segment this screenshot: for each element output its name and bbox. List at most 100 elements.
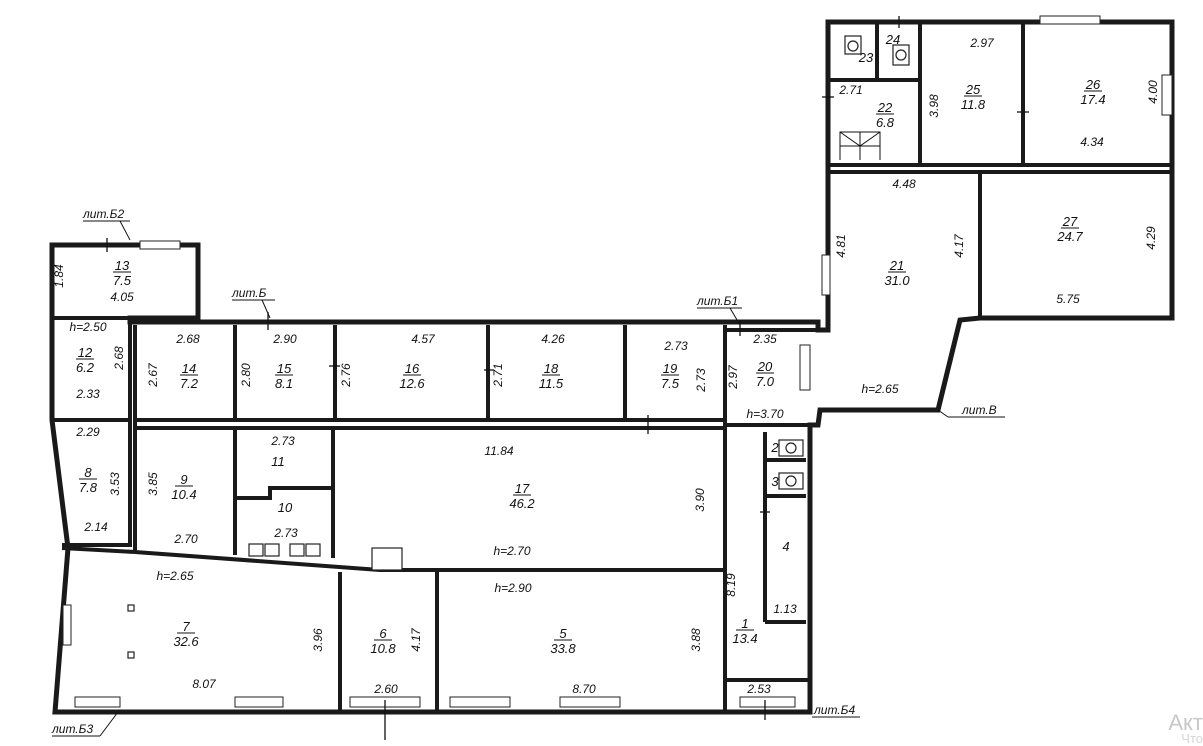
room-number: 17 <box>515 481 530 496</box>
dimension-label: 4.57 <box>411 332 436 346</box>
dimension-label: 2.67 <box>146 362 160 388</box>
room-number: 8 <box>84 465 92 480</box>
ceiling-height-label: h=2.70 <box>493 544 530 558</box>
room-area: 31.0 <box>884 273 910 288</box>
door-marks <box>106 16 1029 740</box>
height-labels: h=2.50 h=3.70 h=2.65 h=2.70 h=2.65 h=2.90 <box>69 320 898 595</box>
ceiling-height-label: h=2.65 <box>861 382 898 396</box>
dimension-label: 2.68 <box>175 332 200 346</box>
dimension-label: 4.00 <box>1146 80 1160 104</box>
room-area: 46.2 <box>509 496 535 511</box>
dimension-label: 5.75 <box>1056 292 1080 306</box>
room-number: 10 <box>278 500 293 515</box>
dimension-label: 1.13 <box>773 602 797 616</box>
windows <box>62 15 1173 708</box>
room-number: 7 <box>182 619 190 634</box>
room-number: 2 <box>770 440 779 455</box>
room-number: 18 <box>544 361 559 376</box>
dimension-label: 2.29 <box>75 425 100 439</box>
dimension-label: 4.17 <box>409 627 423 652</box>
ceiling-height-label: h=2.50 <box>69 320 106 334</box>
dimension-label: 8.70 <box>572 682 596 696</box>
room-number: 23 <box>858 50 874 65</box>
ceiling-height-label: h=2.65 <box>156 569 193 583</box>
room-area: 7.5 <box>113 273 132 288</box>
room-area: 8.1 <box>275 376 293 391</box>
dimension-label: 2.76 <box>339 363 353 388</box>
lit-b4-label: лит.Б4 <box>813 703 855 717</box>
room-area: 7.0 <box>756 374 775 389</box>
dimension-label: 3.88 <box>689 628 703 652</box>
room-labels: 113.4234533.8610.8732.687.8910.41011126.… <box>76 32 1106 656</box>
room-area: 6.2 <box>76 360 95 375</box>
room-number: 4 <box>782 539 789 554</box>
dimension-label: 2.90 <box>272 332 297 346</box>
room-number: 11 <box>271 454 285 469</box>
dimension-label: 2.73 <box>694 368 708 393</box>
room-number: 12 <box>78 345 93 360</box>
dimension-label: 4.29 <box>1144 226 1158 250</box>
room-number: 13 <box>115 258 130 273</box>
dimension-label: 3.98 <box>927 94 941 118</box>
room-area: 11.8 <box>961 97 986 112</box>
room-area: 6.8 <box>876 115 895 130</box>
room-area: 7.5 <box>661 376 680 391</box>
lit-b1-label: лит.Б1 <box>696 294 738 308</box>
dimension-label: 3.96 <box>311 628 325 652</box>
room-area: 33.8 <box>550 641 576 656</box>
room-number: 15 <box>277 361 292 376</box>
room-area: 17.4 <box>1080 92 1105 107</box>
room-number: 16 <box>405 361 420 376</box>
dimension-label: 2.33 <box>75 387 100 401</box>
dimension-label: 4.17 <box>952 233 966 258</box>
room-number: 24 <box>885 32 900 47</box>
dimension-label: 2.73 <box>270 434 295 448</box>
dimension-label: 3.85 <box>146 472 160 496</box>
watermark-text-secondary: Что <box>1181 731 1203 746</box>
dimension-label: 2.68 <box>112 346 126 371</box>
room-number: 25 <box>965 82 981 97</box>
dimension-label: 2.60 <box>373 682 398 696</box>
room-number: 6 <box>379 626 387 641</box>
room-area: 12.6 <box>399 376 425 391</box>
interior-walls <box>52 22 1172 712</box>
room-area: 32.6 <box>173 634 199 649</box>
room-number: 9 <box>180 472 187 487</box>
dimension-label: 2.70 <box>173 532 198 546</box>
ceiling-height-label: h=2.90 <box>494 581 531 595</box>
room-number: 21 <box>889 258 904 273</box>
dimension-label: 2.35 <box>752 332 777 346</box>
dimension-label: 2.73 <box>273 526 298 540</box>
room-area: 10.8 <box>370 641 396 656</box>
dimension-label: 3.53 <box>108 472 122 496</box>
dimension-label: 8.07 <box>192 677 217 691</box>
room-area: 11.5 <box>539 376 564 391</box>
lit-b3-label: лит.Б3 <box>51 722 93 736</box>
room-number: 22 <box>877 100 893 115</box>
room-number: 1 <box>741 616 748 631</box>
dimension-label: 2.97 <box>726 364 740 390</box>
dimension-label: 4.34 <box>1080 135 1104 149</box>
dimension-label: 2.80 <box>239 363 253 388</box>
lit-b-label: лит.Б <box>231 286 267 300</box>
room-area: 7.8 <box>79 480 98 495</box>
ceiling-height-label: h=3.70 <box>746 407 783 421</box>
dimension-label: 2.53 <box>746 682 771 696</box>
room-number: 19 <box>663 361 677 376</box>
room-number: 20 <box>757 359 773 374</box>
staircase <box>839 131 881 160</box>
room-number: 5 <box>559 626 567 641</box>
lit-labels: лит.Б2 лит.Б лит.Б1 лит.В лит.Б3 лит.Б4 <box>51 207 1005 737</box>
lit-v-label: лит.В <box>961 403 997 417</box>
fixtures <box>127 35 910 659</box>
lit-b2-label: лит.Б2 <box>82 207 124 221</box>
outer-walls <box>49 19 1175 715</box>
room-number: 14 <box>182 361 196 376</box>
dimension-label: 2.71 <box>838 83 862 97</box>
dimension-label: 4.26 <box>541 332 565 346</box>
room-area: 13.4 <box>732 631 757 646</box>
dimension-label: 8.19 <box>724 573 738 597</box>
dimension-label: 2.71 <box>491 363 505 387</box>
